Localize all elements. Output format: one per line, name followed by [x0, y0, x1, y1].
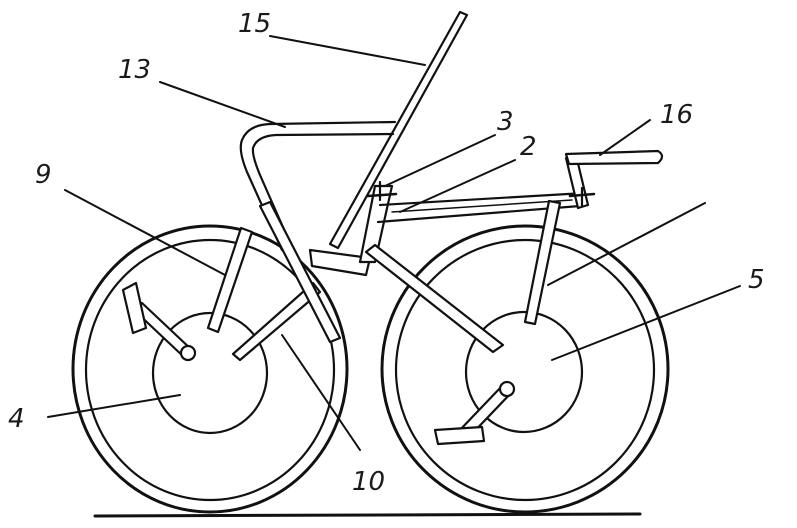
backrest-post	[328, 10, 469, 250]
steering-cap	[366, 192, 398, 198]
handlebar-grip	[564, 149, 664, 166]
front-crank-pivot	[498, 380, 516, 398]
callout-2: 2	[520, 132, 537, 162]
frame	[206, 10, 664, 362]
leader-16	[599, 119, 651, 156]
front-pedal	[433, 380, 516, 446]
leader-2	[399, 159, 516, 213]
leader-3	[384, 134, 496, 187]
callout-5: 5	[748, 265, 765, 295]
leader-10	[281, 334, 361, 451]
rear-pedal	[121, 281, 197, 362]
callout-3: 3	[497, 107, 514, 137]
front-tire-outer	[380, 224, 670, 514]
front-hub-disc	[464, 310, 584, 434]
rear-pedal-block	[121, 281, 148, 335]
callout-16: 16	[660, 100, 693, 130]
top-tube	[376, 191, 587, 224]
front-tire-inner	[394, 238, 656, 502]
top-tube-brace	[391, 199, 573, 213]
rear-tire-outer	[71, 224, 349, 514]
leader-5	[551, 285, 741, 361]
front-pedal-block	[433, 425, 486, 446]
rear-crank-pivot	[179, 344, 197, 362]
rear-tire-inner	[84, 238, 336, 502]
rear-wheel	[71, 224, 349, 514]
callout-4: 4	[8, 404, 25, 434]
leader-lines	[47, 35, 741, 451]
leader-5b	[547, 202, 706, 286]
callout-15: 15	[238, 9, 271, 39]
seat-frame	[239, 120, 397, 252]
leader-9	[64, 189, 226, 276]
callout-10: 10	[352, 467, 385, 497]
down-tube	[364, 243, 505, 354]
callout-9: 9	[35, 160, 52, 190]
leader-13	[159, 81, 286, 128]
bottom-bracket	[308, 248, 372, 277]
leader-15	[269, 35, 426, 66]
front-wheel	[380, 224, 670, 514]
rear-hub-disc	[151, 311, 269, 435]
front-fork	[523, 199, 562, 326]
seat-tube	[258, 200, 342, 344]
rear-chain-stay	[231, 281, 322, 362]
ground-line	[93, 512, 642, 518]
callouts: 15 13 3 2 16 9 5 4 10	[8, 9, 765, 497]
callout-13: 13	[118, 55, 151, 85]
rear-seat-stay	[206, 226, 254, 334]
leader-4	[47, 394, 181, 418]
